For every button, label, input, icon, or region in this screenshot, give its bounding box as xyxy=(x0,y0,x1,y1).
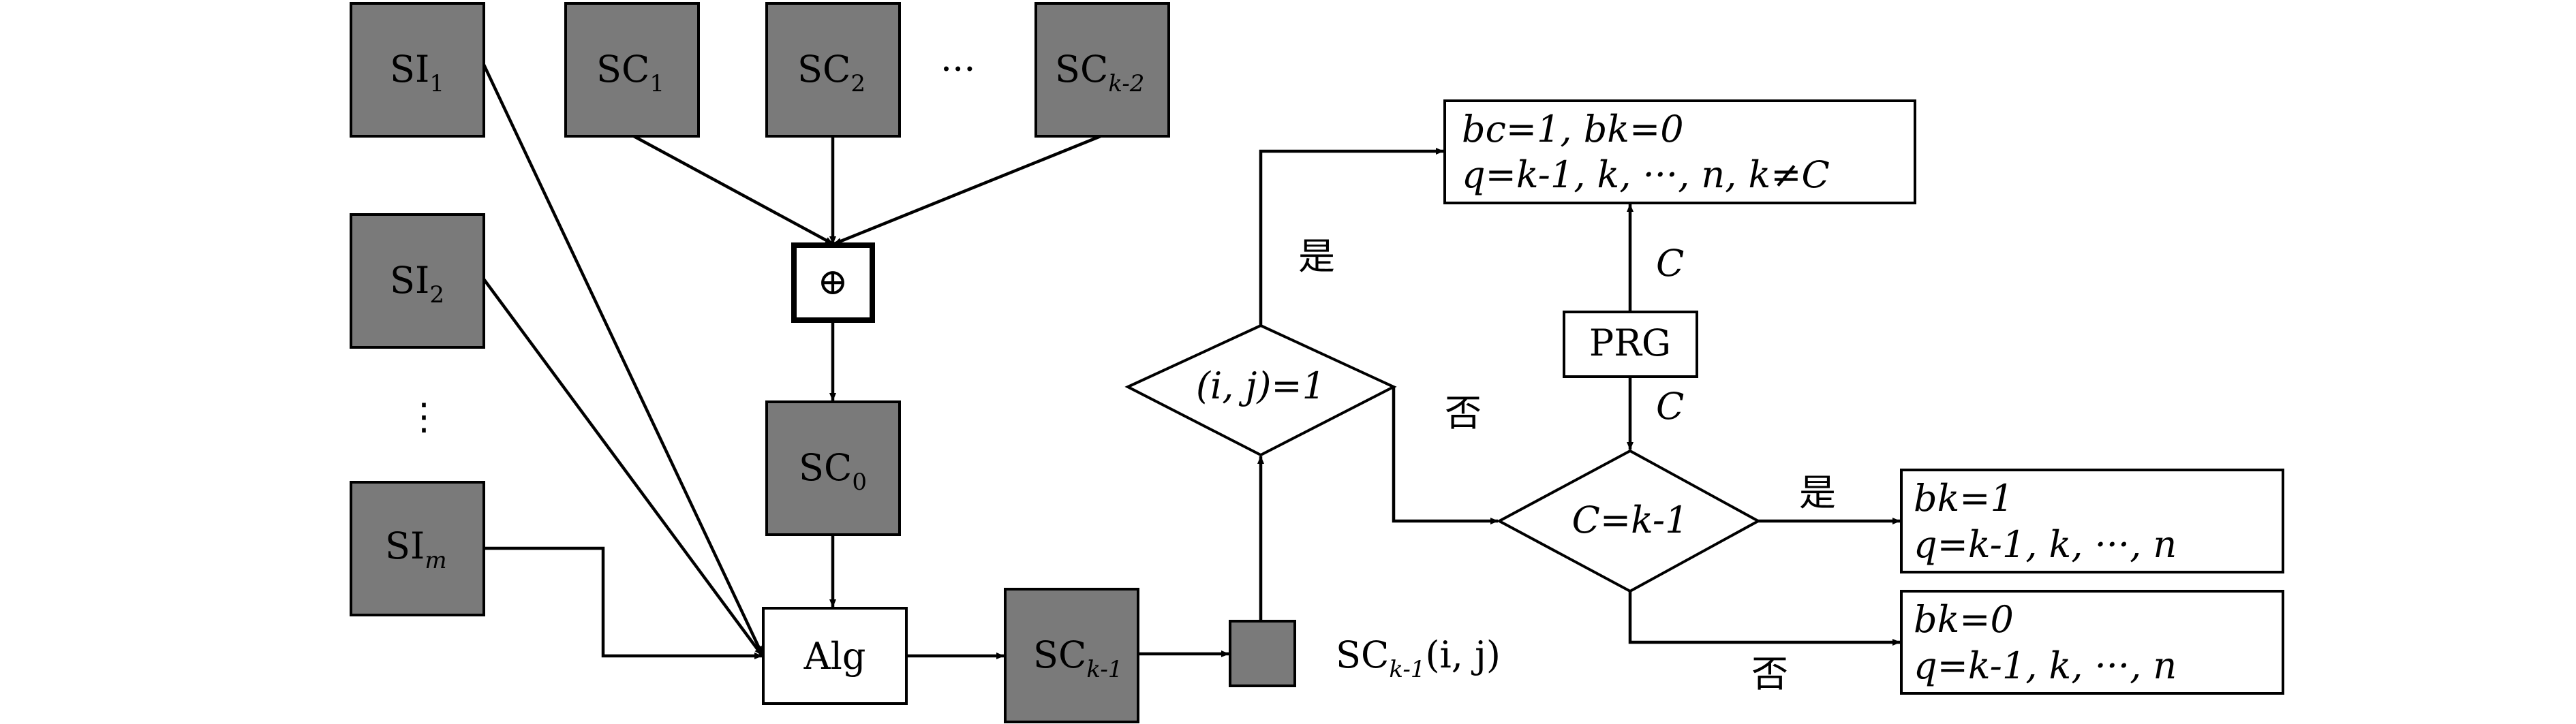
svg-text:bc=1, bk=0: bc=1, bk=0 xyxy=(1462,108,1684,151)
label-c-up: C xyxy=(1656,242,1684,285)
decision-ij: (i, j)=1 xyxy=(1124,324,1397,457)
svg-text:SC1: SC1 xyxy=(596,48,664,97)
svg-text:q=k-1, k, ···, n, k≠C: q=k-1, k, ···, n, k≠C xyxy=(1462,153,1830,196)
decision-c: C=k-1 xyxy=(1496,449,1762,593)
result-bot: bk=0 q=k-1, k, ···, n xyxy=(1900,590,2284,695)
svg-text:SCk-2: SCk-2 xyxy=(1055,48,1144,97)
svg-text:Alg: Alg xyxy=(803,635,866,678)
node-xor: ⊕ xyxy=(791,242,875,323)
svg-text:SCk-1: SCk-1 xyxy=(1033,633,1122,683)
svg-text:SC2: SC2 xyxy=(797,48,865,97)
svg-text:PRG: PRG xyxy=(1589,321,1671,364)
label-no-d1: 否 xyxy=(1445,392,1482,435)
svg-text:SC0: SC0 xyxy=(799,446,867,496)
node-si2: SI2 xyxy=(350,213,485,349)
node-sc2: SC2 xyxy=(765,2,901,138)
node-sim: SIm xyxy=(350,481,485,616)
node-sc0: SC0 xyxy=(765,400,901,536)
node-si1: SI1 xyxy=(350,2,485,138)
node-sck1: SCk-1 xyxy=(1004,588,1139,723)
ellipsis-horizontal: ··· xyxy=(940,48,976,91)
svg-text:(i, j)=1: (i, j)=1 xyxy=(1196,364,1325,407)
svg-text:C=k-1: C=k-1 xyxy=(1572,499,1689,541)
node-sck2: SCk-2 xyxy=(1034,2,1170,138)
node-pixel xyxy=(1229,620,1296,687)
svg-text:⊕: ⊕ xyxy=(817,260,848,303)
svg-text:SIm: SIm xyxy=(385,524,447,574)
svg-text:q=k-1, k, ···, n: q=k-1, k, ···, n xyxy=(1914,644,2177,687)
pixel-label: SCk-1(i, j) xyxy=(1336,633,1501,683)
label-yes-top: 是 xyxy=(1298,235,1335,278)
label-c-down: C xyxy=(1656,385,1684,428)
result-top: bc=1, bk=0 q=k-1, k, ···, n, k≠C xyxy=(1443,99,1916,204)
node-sc1: SC1 xyxy=(564,2,700,138)
connectors xyxy=(482,64,1901,659)
svg-text:SI2: SI2 xyxy=(390,259,444,309)
svg-text:SI1: SI1 xyxy=(390,48,444,97)
node-alg: Alg xyxy=(762,607,908,705)
node-prg: PRG xyxy=(1563,311,1698,378)
label-no-bottom: 否 xyxy=(1751,652,1788,695)
svg-text:bk=1: bk=1 xyxy=(1914,477,2014,520)
svg-text:bk=0: bk=0 xyxy=(1914,598,2014,641)
result-mid: bk=1 q=k-1, k, ···, n xyxy=(1900,469,2284,573)
ellipsis-vertical: ⋮ xyxy=(405,395,442,438)
label-yes-right: 是 xyxy=(1799,471,1836,514)
svg-text:q=k-1, k, ···, n: q=k-1, k, ···, n xyxy=(1914,523,2177,566)
